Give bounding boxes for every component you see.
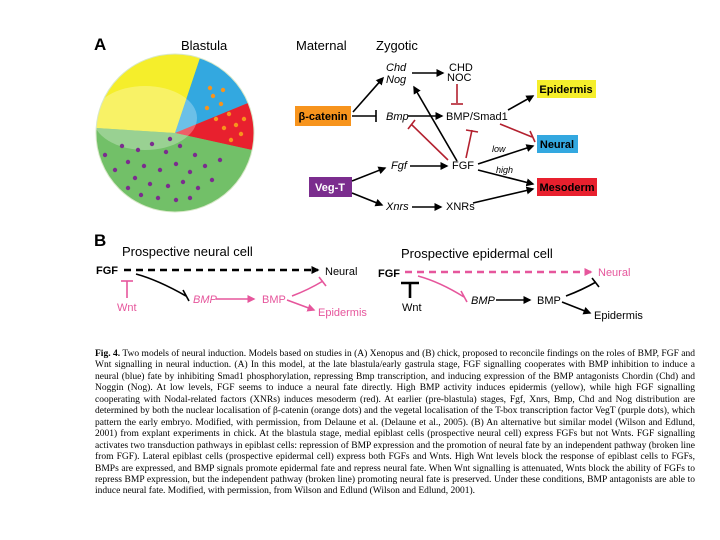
svg-text:Neural: Neural [540, 139, 574, 151]
beta-catenin-chd-arrow [352, 76, 384, 113]
right-bmp-protein: BMP [537, 295, 561, 307]
high-label: high [496, 165, 513, 175]
protein-fgf: FGF [452, 160, 474, 172]
bmp-epidermis-arrow [286, 299, 316, 312]
left-bmp-gene: BMP [193, 294, 218, 306]
bmp-epidermis-arrow [561, 301, 592, 315]
blastula-embryo [95, 53, 255, 213]
left-fgf: FGF [96, 265, 118, 277]
gene-chd: Chd [386, 62, 407, 74]
panel-a-arrows [351, 69, 535, 211]
right-fgf: FGF [378, 268, 400, 280]
beta-catenin-box: β-catenin [295, 106, 351, 126]
neural-cell-diagram: FGF Wnt BMP BMP Neural Epidermis [96, 265, 367, 319]
caption-lead: Fig. 4. [95, 349, 121, 359]
caption-text: Two models of neural induction. Models b… [95, 349, 695, 497]
panel-b-letter: B [94, 231, 106, 250]
gene-nog: Nog [386, 74, 407, 86]
svg-text:Veg-T: Veg-T [315, 182, 345, 194]
blastula-heading: Blastula [181, 38, 228, 53]
vegt-fgf-arrow [351, 166, 387, 182]
bmp-epidermis-arrow [507, 95, 535, 111]
xnrs-mesoderm-arrow [472, 186, 535, 204]
protein-chd: CHD [449, 62, 473, 74]
fgf-chd-arrow [413, 85, 458, 162]
epidermis-region [96, 54, 200, 133]
right-neural: Neural [598, 267, 630, 279]
panel-a-letter: A [94, 35, 106, 54]
left-bmp-protein: BMP [262, 294, 286, 306]
veg-t-box: Veg-T [309, 177, 352, 197]
vegetal-region [96, 128, 252, 212]
mesoderm-region [175, 103, 254, 150]
bmp-neural-inhibition [291, 280, 324, 297]
fgf-neural-arrow [477, 144, 535, 165]
right-wnt: Wnt [402, 302, 422, 314]
left-wnt: Wnt [117, 302, 137, 314]
beta-catenin-dots [204, 85, 247, 143]
neural-box: Neural [537, 135, 578, 153]
fgf-bmp-inhibition [410, 123, 449, 161]
protein-noc: NOC [447, 72, 472, 84]
gene-xnrs: Xnrs [385, 201, 409, 213]
mesoderm-box: Mesoderm [537, 178, 597, 196]
epidermis-box: Epidermis [537, 80, 596, 98]
maternal-heading: Maternal [296, 38, 347, 53]
protein-xnrs: XNRs [446, 201, 475, 213]
svg-text:Epidermis: Epidermis [539, 84, 592, 96]
gene-fgf: Fgf [391, 160, 408, 172]
protein-bmp-smad1: BMP/Smad1 [446, 111, 508, 123]
epidermal-cell-diagram: FGF Wnt BMP BMP Neural Epidermis [378, 267, 643, 322]
figure-caption: Fig. 4. Two models of neural induction. … [95, 349, 695, 498]
fgf-bmp-inhibition [135, 273, 187, 297]
svg-text:Mesoderm: Mesoderm [539, 182, 594, 194]
left-epidermis: Epidermis [318, 307, 367, 319]
bmp-neural-inhibition [499, 123, 533, 138]
vegt-xnrs-arrow [351, 192, 384, 207]
fgf-smad-inhibition [465, 129, 473, 159]
left-neural: Neural [325, 266, 357, 278]
figure-diagram: A Blastula Maternal Zygotic [94, 35, 643, 322]
neural-cell-title: Prospective neural cell [122, 244, 253, 259]
fgf-mesoderm-arrow [477, 169, 535, 187]
vegt-dots [102, 136, 223, 203]
panel-a-inhibitions [407, 84, 536, 161]
fgf-bmp-inhibition [417, 275, 465, 298]
right-bmp-gene: BMP [471, 295, 496, 307]
zygotic-heading: Zygotic [376, 38, 418, 53]
gene-bmp: Bmp [386, 111, 409, 123]
svg-text:β-catenin: β-catenin [299, 111, 348, 123]
right-epidermis: Epidermis [594, 310, 643, 322]
epidermal-cell-title: Prospective epidermal cell [401, 246, 553, 261]
bmp-neural-inhibition [565, 281, 597, 297]
low-label: low [492, 144, 506, 154]
